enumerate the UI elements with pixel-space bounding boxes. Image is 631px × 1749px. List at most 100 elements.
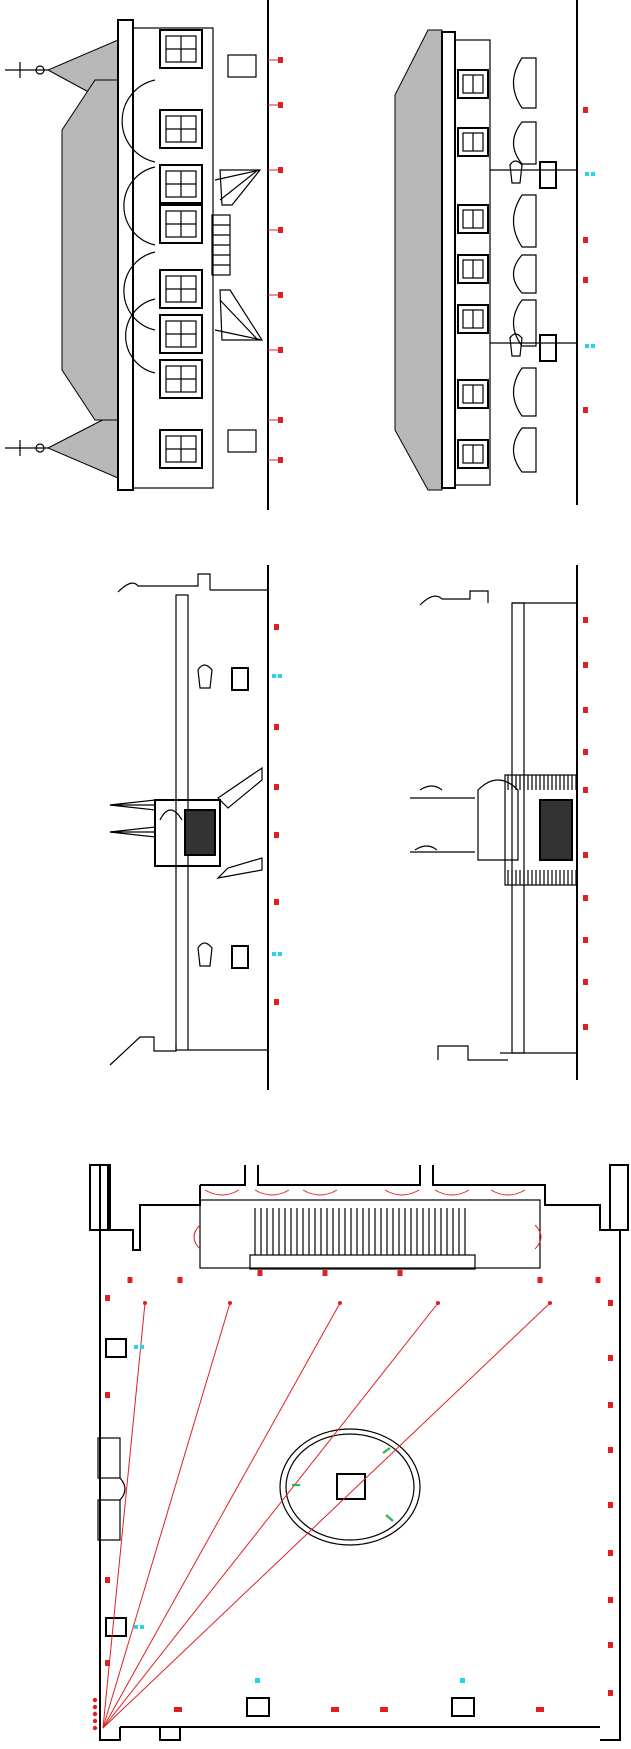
sight-line [102, 1302, 551, 1729]
fixture-marker [583, 1024, 588, 1030]
statue-upper [490, 160, 577, 189]
fixture-marker [583, 237, 588, 243]
niche-fixture [193, 1224, 201, 1250]
fixture-marker [105, 1660, 110, 1666]
speaker-marker [255, 1678, 260, 1683]
dome-green-markers [292, 1447, 394, 1522]
window [159, 359, 203, 399]
elevation-1 [5, 0, 283, 510]
fixture-marker [608, 1502, 613, 1508]
speaker-marker [140, 1345, 144, 1349]
niche-fixture [254, 1189, 290, 1196]
north-west-wall [98, 1185, 201, 1251]
altar-structure [410, 774, 578, 886]
arch [121, 79, 156, 163]
section-2 [410, 565, 588, 1080]
pillar-box-upper [105, 1338, 127, 1358]
window [457, 254, 489, 284]
window [159, 29, 203, 69]
pillar-box-south-1 [246, 1697, 270, 1717]
fixture-marker [608, 1690, 613, 1696]
chancel [199, 1199, 541, 1269]
arched-opening [512, 254, 537, 294]
fixture-marker [257, 1270, 263, 1276]
main-roof [61, 79, 119, 421]
fixture-marker [583, 277, 588, 283]
north-wall [200, 1165, 621, 1741]
fixture-marker [380, 1707, 388, 1712]
sight-line-origin [92, 1725, 98, 1731]
lower-spire [5, 411, 119, 479]
arched-opening [512, 427, 537, 473]
fixture-marker [331, 1707, 339, 1712]
niche-fixture [204, 1189, 240, 1196]
fixture-marker [127, 1277, 133, 1283]
corner-pier-nw [89, 1164, 109, 1231]
arcade [121, 79, 156, 374]
niche-fixture [534, 1224, 542, 1250]
niche-fixture [490, 1189, 526, 1196]
window [159, 204, 203, 244]
pillar-box-south-2 [451, 1697, 475, 1717]
window-band [454, 39, 491, 486]
side-stair [97, 1437, 126, 1541]
sight-line [102, 1302, 146, 1729]
fixture-marker [536, 1707, 544, 1712]
chancel-steps [254, 1208, 466, 1255]
fixture-marker [583, 787, 588, 793]
window [457, 439, 489, 469]
window [457, 204, 489, 234]
speaker-marker [585, 344, 589, 348]
central-dome [279, 1428, 421, 1546]
side-window-top [227, 54, 257, 78]
roof [394, 29, 443, 491]
fixture-marker [278, 227, 283, 233]
niche-fixture [434, 1189, 470, 1196]
fixture-marker [274, 724, 279, 730]
section-1 [109, 565, 282, 1090]
window [159, 269, 203, 309]
sight-line [102, 1302, 439, 1729]
fixture-marker [174, 1707, 182, 1712]
sight-line-origin [92, 1697, 98, 1703]
fixture-marker [274, 624, 279, 630]
window-column [159, 29, 203, 469]
fixture-marker [278, 102, 283, 108]
fixture-marker [583, 617, 588, 623]
sight-line [102, 1302, 341, 1729]
sight-line-target [436, 1301, 440, 1305]
sight-line-target [338, 1301, 342, 1305]
fixture-marker [583, 407, 588, 413]
altar-rail [249, 1254, 476, 1270]
facade-wall [441, 31, 456, 489]
fixture-marker [105, 1392, 110, 1398]
fixture-marker [583, 937, 588, 943]
speaker-marker [134, 1345, 138, 1349]
elevation-2 [394, 0, 595, 505]
sight-line-origin [92, 1718, 98, 1724]
fixture-marker [322, 1270, 328, 1276]
fixture-marker [278, 57, 283, 63]
fixture-marker [278, 167, 283, 173]
fixture-marker [278, 292, 283, 298]
speaker-marker [278, 952, 282, 956]
window [159, 429, 203, 469]
fixture-marker [278, 417, 283, 423]
fixture-marker [537, 1277, 543, 1283]
niche-fixture [384, 1189, 420, 1196]
niche-fixture [302, 1189, 338, 1196]
sight-line-origin [92, 1704, 98, 1710]
double-staircase [109, 766, 263, 879]
facade-body [132, 27, 214, 489]
fixture-marker [583, 895, 588, 901]
statue-lower [490, 333, 577, 362]
side-window-bottom [227, 429, 257, 453]
arch [125, 298, 156, 374]
fixture-marker [583, 852, 588, 858]
fixture-marker [583, 107, 588, 113]
window [159, 109, 203, 149]
arch [123, 251, 156, 331]
fixture-marker [608, 1597, 613, 1603]
floor-profile [437, 1045, 508, 1061]
